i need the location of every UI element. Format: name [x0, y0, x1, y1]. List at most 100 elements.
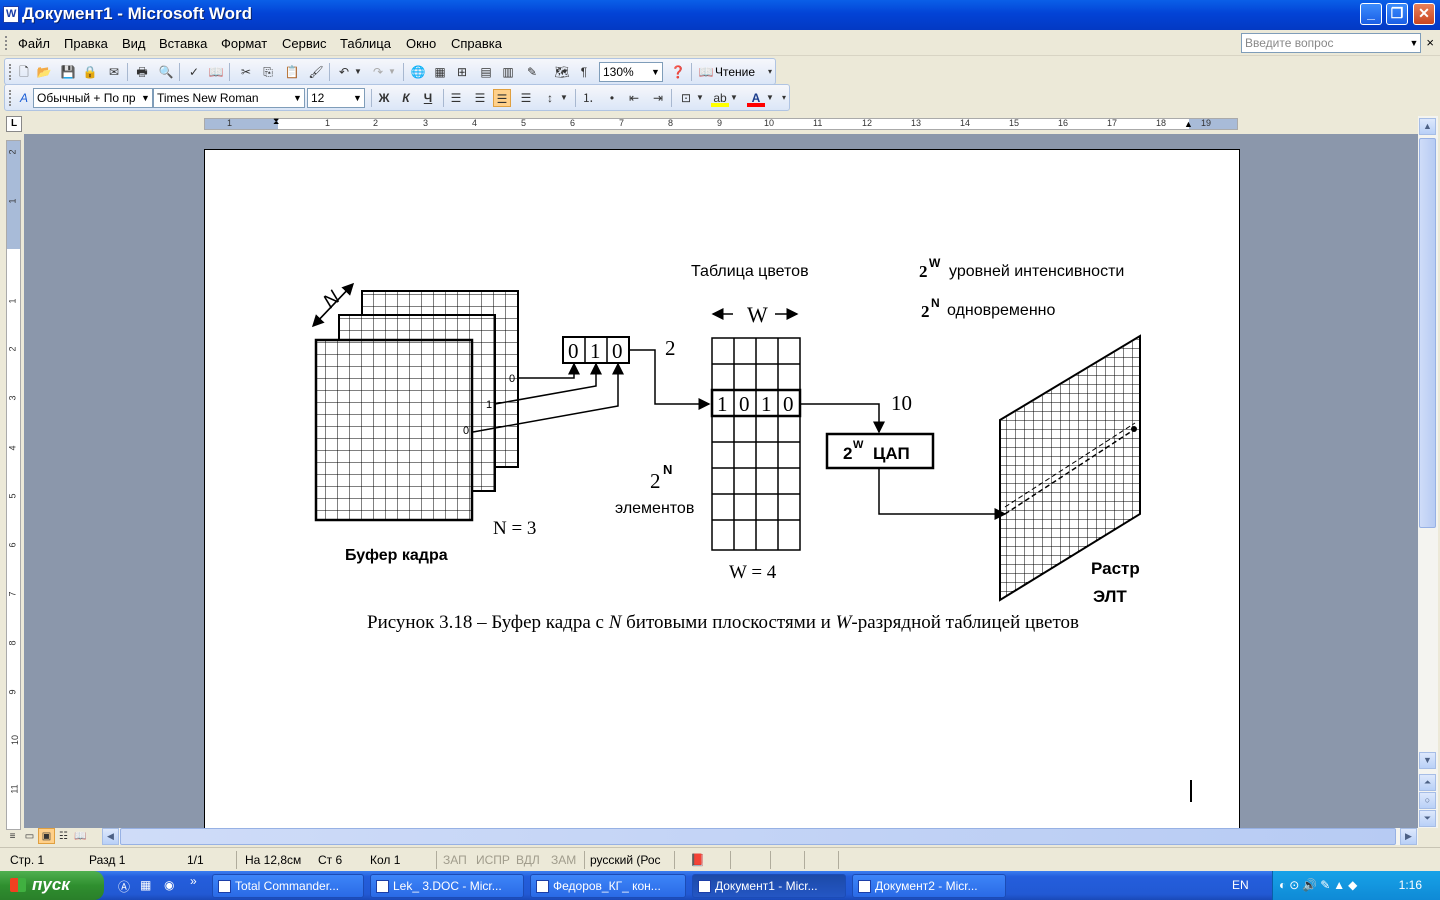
outline-view-icon[interactable]: ☷ [59, 831, 68, 842]
task-total-commander[interactable]: Total Commander... [212, 874, 364, 898]
menu-help[interactable]: Справка [451, 36, 502, 51]
tray-icons[interactable]: ◐⊙🔊✎▲◆ [1279, 878, 1361, 892]
normal-view-icon[interactable]: ≡ [9, 831, 16, 842]
format-painter-icon[interactable]: 🖌 [308, 65, 324, 79]
menu-edit[interactable]: Правка [64, 36, 108, 51]
task-document1[interactable]: Документ1 - Micr... [692, 874, 846, 898]
line-spacing-icon[interactable]: ↕ [547, 91, 553, 105]
horizontal-scroll-thumb[interactable] [120, 828, 1396, 845]
line-spacing-dropdown-icon[interactable]: ▼ [560, 93, 568, 102]
save-icon[interactable]: 💾 [60, 65, 76, 79]
justify-icon[interactable]: ☰ [520, 91, 532, 105]
style-select[interactable]: Обычный + По пр ▼ [33, 88, 153, 108]
toolbar-grip[interactable] [9, 64, 12, 80]
status-track-changes[interactable]: ИСПР [476, 853, 510, 867]
highlight-icon[interactable]: ab [711, 89, 729, 107]
toolbar-grip[interactable] [9, 90, 12, 106]
spelling-icon[interactable]: ✓ [188, 65, 200, 79]
menu-format[interactable]: Формат [221, 36, 268, 51]
zoom-select[interactable]: 130% ▼ [599, 62, 663, 82]
indent-marker-icon[interactable]: ⧗ [273, 116, 280, 126]
styles-formatting-icon[interactable]: A [19, 91, 28, 105]
align-right-icon[interactable]: ☰ [493, 89, 511, 107]
scroll-down-icon[interactable]: ▼ [1419, 752, 1436, 769]
bold-button[interactable]: Ж [378, 91, 390, 105]
start-button[interactable]: пуск [0, 871, 104, 900]
maximize-button[interactable]: ❐ [1386, 3, 1408, 25]
reading-layout-icon[interactable]: 📖 [698, 65, 714, 79]
underline-button[interactable]: Ч [423, 91, 433, 105]
copy-icon[interactable]: ⎘ [263, 65, 273, 79]
new-document-icon[interactable]: 🗋 [19, 65, 29, 79]
document-area[interactable]: N 0 1 0 0 1 0 2 Таблица цветов W [24, 134, 1418, 828]
menu-view[interactable]: Вид [122, 36, 146, 51]
print-layout-view-icon[interactable]: ▣ [38, 828, 55, 844]
quicklaunch-browser-icon[interactable]: Ⓐ [118, 880, 131, 894]
columns-icon[interactable]: ▥ [502, 65, 514, 79]
email-icon[interactable]: ✉ [108, 65, 120, 79]
print-icon[interactable]: 🖶 [136, 65, 148, 79]
task-document2[interactable]: Документ2 - Micr... [852, 874, 1006, 898]
horizontal-scrollbar[interactable]: ◀ ▶ [102, 828, 1418, 845]
show-formatting-icon[interactable]: ¶ [580, 65, 588, 79]
undo-icon[interactable]: ↶ [338, 65, 350, 79]
align-center-icon[interactable]: ☰ [474, 91, 486, 105]
numbering-icon[interactable]: ⒈ [581, 91, 594, 105]
close-button[interactable]: ✕ [1413, 3, 1435, 25]
quicklaunch-media-icon[interactable]: ◉ [164, 878, 175, 892]
toolbar-options-icon[interactable]: ▾ [781, 93, 786, 102]
toolbar-options-icon[interactable]: ▾ [767, 67, 772, 76]
status-extend[interactable]: ВДЛ [516, 853, 540, 867]
drawing-icon[interactable]: ✎ [526, 65, 538, 79]
spelling-status-icon[interactable]: 📕 [690, 853, 705, 867]
quicklaunch-more-icon[interactable]: » [190, 874, 197, 888]
previous-page-icon[interactable]: ⏶ [1419, 774, 1436, 791]
borders-icon[interactable]: ⊡ [680, 91, 692, 105]
clock[interactable]: 1:16 [1398, 878, 1422, 892]
chevron-down-icon[interactable]: ▼ [351, 89, 364, 107]
menu-insert[interactable]: Вставка [159, 36, 208, 51]
web-view-icon[interactable]: ▭ [24, 831, 35, 842]
redo-icon[interactable]: ↷ [372, 65, 384, 79]
hyperlink-icon[interactable]: 🌐 [410, 65, 426, 79]
reading-button-label[interactable]: Чтение [715, 65, 756, 79]
word-app-icon[interactable] [3, 6, 19, 23]
insert-table-icon[interactable]: ⊞ [456, 65, 468, 79]
decrease-indent-icon[interactable]: ⇤ [628, 91, 640, 105]
reading-view-icon[interactable]: 📖 [74, 831, 87, 842]
italic-button[interactable]: К [402, 91, 410, 105]
open-folder-icon[interactable]: 📂 [36, 65, 52, 79]
align-left-icon[interactable]: ☰ [450, 91, 462, 105]
quicklaunch-desktop-icon[interactable]: ▦ [140, 878, 152, 892]
close-document-icon[interactable]: × [1426, 35, 1434, 50]
vertical-scrollbar[interactable]: ▲ ▼ ⏶ ○ ⏷ [1418, 116, 1438, 828]
menu-window[interactable]: Окно [406, 36, 437, 51]
chevron-down-icon[interactable]: ▼ [1409, 38, 1419, 48]
next-page-icon[interactable]: ⏷ [1419, 810, 1436, 827]
insert-excel-icon[interactable]: ▤ [480, 65, 492, 79]
bullets-icon[interactable]: • [609, 91, 615, 105]
increase-indent-icon[interactable]: ⇥ [652, 91, 664, 105]
menu-grip[interactable] [5, 36, 8, 50]
font-color-icon[interactable]: A [747, 89, 765, 107]
scroll-right-icon[interactable]: ▶ [1400, 828, 1417, 845]
task-fedorov[interactable]: Федоров_КГ_ кон... [530, 874, 686, 898]
document-page[interactable]: N 0 1 0 0 1 0 2 Таблица цветов W [204, 149, 1240, 828]
menu-table[interactable]: Таблица [340, 36, 391, 51]
input-language[interactable]: EN [1232, 878, 1249, 892]
status-overtype[interactable]: ЗАМ [551, 853, 577, 867]
minimize-button[interactable]: _ [1360, 3, 1382, 25]
vertical-scroll-thumb[interactable] [1419, 138, 1436, 528]
menu-tools[interactable]: Сервис [282, 36, 327, 51]
status-language[interactable]: русский (Рос [590, 853, 661, 867]
borders-dropdown-icon[interactable]: ▼ [696, 93, 704, 102]
right-indent-marker-icon[interactable]: ▲ [1184, 119, 1193, 129]
print-preview-icon[interactable]: 🔍 [158, 65, 174, 79]
browse-object-icon[interactable]: ○ [1419, 792, 1436, 809]
ask-question-input[interactable]: Введите вопрос ▼ [1241, 33, 1421, 53]
tab-selector[interactable]: L [6, 116, 22, 132]
task-lek3[interactable]: Lek_ 3.DOC - Micr... [370, 874, 524, 898]
redo-dropdown-icon[interactable]: ▼ [388, 67, 396, 76]
scroll-up-icon[interactable]: ▲ [1419, 118, 1436, 135]
chevron-down-icon[interactable]: ▼ [291, 89, 304, 107]
